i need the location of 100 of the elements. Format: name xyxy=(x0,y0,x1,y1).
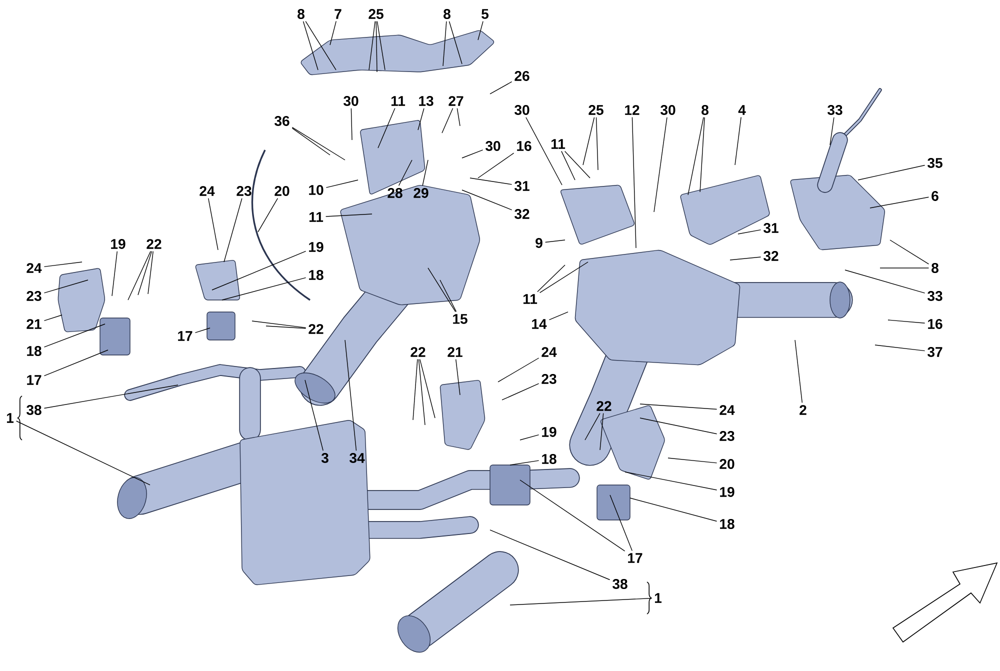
leader-line xyxy=(490,81,512,94)
leader-line xyxy=(510,460,540,466)
leader-line xyxy=(478,20,484,40)
leader-line xyxy=(44,314,62,322)
leader-line xyxy=(470,178,512,185)
callout-number: 33 xyxy=(928,291,942,301)
leader-line xyxy=(194,328,210,334)
leader-line xyxy=(252,320,306,328)
callout-number: 30 xyxy=(344,96,358,106)
callout-number: 11 xyxy=(309,212,324,222)
leader-line xyxy=(376,21,378,72)
callout-number: 1 xyxy=(6,413,14,423)
leader-line xyxy=(350,108,352,140)
callout-number: 14 xyxy=(532,319,547,329)
callout-number: 24 xyxy=(720,405,735,415)
callout-number: 23 xyxy=(542,374,556,384)
leader-line xyxy=(844,270,926,294)
leader-line xyxy=(888,320,926,324)
leader-line xyxy=(208,198,218,250)
callout-number: 19 xyxy=(309,242,324,252)
leader-line xyxy=(44,262,82,268)
leader-line xyxy=(610,494,632,552)
leader-line xyxy=(412,358,418,420)
leader-line xyxy=(730,256,762,260)
callout-number: 6 xyxy=(932,191,938,201)
callout-number: 23 xyxy=(26,291,42,301)
callout-number: 16 xyxy=(928,319,942,329)
leader-line xyxy=(16,420,150,486)
callout-number: 15 xyxy=(453,314,468,324)
leader-line xyxy=(561,150,576,180)
callout-number: 20 xyxy=(720,459,734,469)
leader-line xyxy=(502,383,540,400)
callout-number: 36 xyxy=(274,116,290,126)
leader-line xyxy=(112,251,118,296)
leader-line xyxy=(890,240,930,264)
leader-line xyxy=(148,250,154,294)
leader-line xyxy=(442,21,447,66)
leader-line xyxy=(632,116,636,248)
callout-number: 22 xyxy=(410,347,426,357)
callout-number: 31 xyxy=(514,181,530,191)
callout-number: 7 xyxy=(334,9,342,19)
callout-number: 8 xyxy=(702,105,708,115)
callout-number: 34 xyxy=(350,453,365,463)
callout-number: 33 xyxy=(828,105,842,115)
leader-line xyxy=(624,472,718,490)
callout-number: 20 xyxy=(274,186,290,196)
callout-number: 30 xyxy=(514,105,530,115)
leader-line xyxy=(330,20,336,46)
leader-line xyxy=(478,152,514,178)
callout-number: 29 xyxy=(414,188,428,198)
callout-number: 32 xyxy=(764,251,778,261)
leader-line xyxy=(448,21,462,64)
leader-line xyxy=(418,108,424,130)
callout-number: 30 xyxy=(486,141,500,151)
callout-number: 17 xyxy=(178,331,192,341)
leader-line xyxy=(258,198,278,232)
leader-line xyxy=(870,196,930,208)
leader-line xyxy=(537,264,566,292)
leader-line xyxy=(526,117,562,186)
callout-number: 21 xyxy=(26,319,42,329)
leader-line xyxy=(418,358,426,426)
callout-number: 21 xyxy=(448,347,462,357)
callout-number: 17 xyxy=(27,375,42,385)
callout-number: 9 xyxy=(536,238,542,248)
callout-number: 38 xyxy=(612,579,628,589)
callout-number: 25 xyxy=(368,9,384,19)
leader-line xyxy=(794,340,803,404)
leader-line xyxy=(498,358,540,382)
leader-line xyxy=(224,198,242,262)
leader-line xyxy=(596,117,598,170)
leader-line xyxy=(344,340,357,451)
leader-line xyxy=(640,404,718,410)
callout-number: 11 xyxy=(391,96,406,106)
leader-line xyxy=(440,280,457,312)
callout-number: 18 xyxy=(720,519,734,529)
leader-line xyxy=(422,160,428,186)
leader-line xyxy=(398,160,412,186)
callout-number: 2 xyxy=(800,405,806,415)
callout-number: 17 xyxy=(628,553,642,563)
leader-line xyxy=(668,458,718,464)
callout-number: 19 xyxy=(542,427,556,437)
leader-line xyxy=(420,358,436,418)
callout-number: 19 xyxy=(111,239,126,249)
callout-number: 16 xyxy=(517,141,532,151)
leader-line xyxy=(462,150,484,158)
callout-number: 18 xyxy=(27,346,42,356)
leader-line xyxy=(456,108,460,126)
callout-number: 27 xyxy=(448,96,464,106)
leader-line xyxy=(292,126,346,160)
leader-line xyxy=(44,324,106,348)
leader-line xyxy=(305,21,336,70)
leader-line xyxy=(584,412,600,440)
leader-line xyxy=(304,380,324,451)
leader-line xyxy=(368,21,376,70)
leader-line xyxy=(222,277,306,300)
callout-number: 11 xyxy=(551,139,566,149)
callout-number: 5 xyxy=(482,9,489,19)
leader-line xyxy=(734,116,742,166)
callout-number: 8 xyxy=(932,263,938,273)
callout-number: 11 xyxy=(523,294,538,304)
